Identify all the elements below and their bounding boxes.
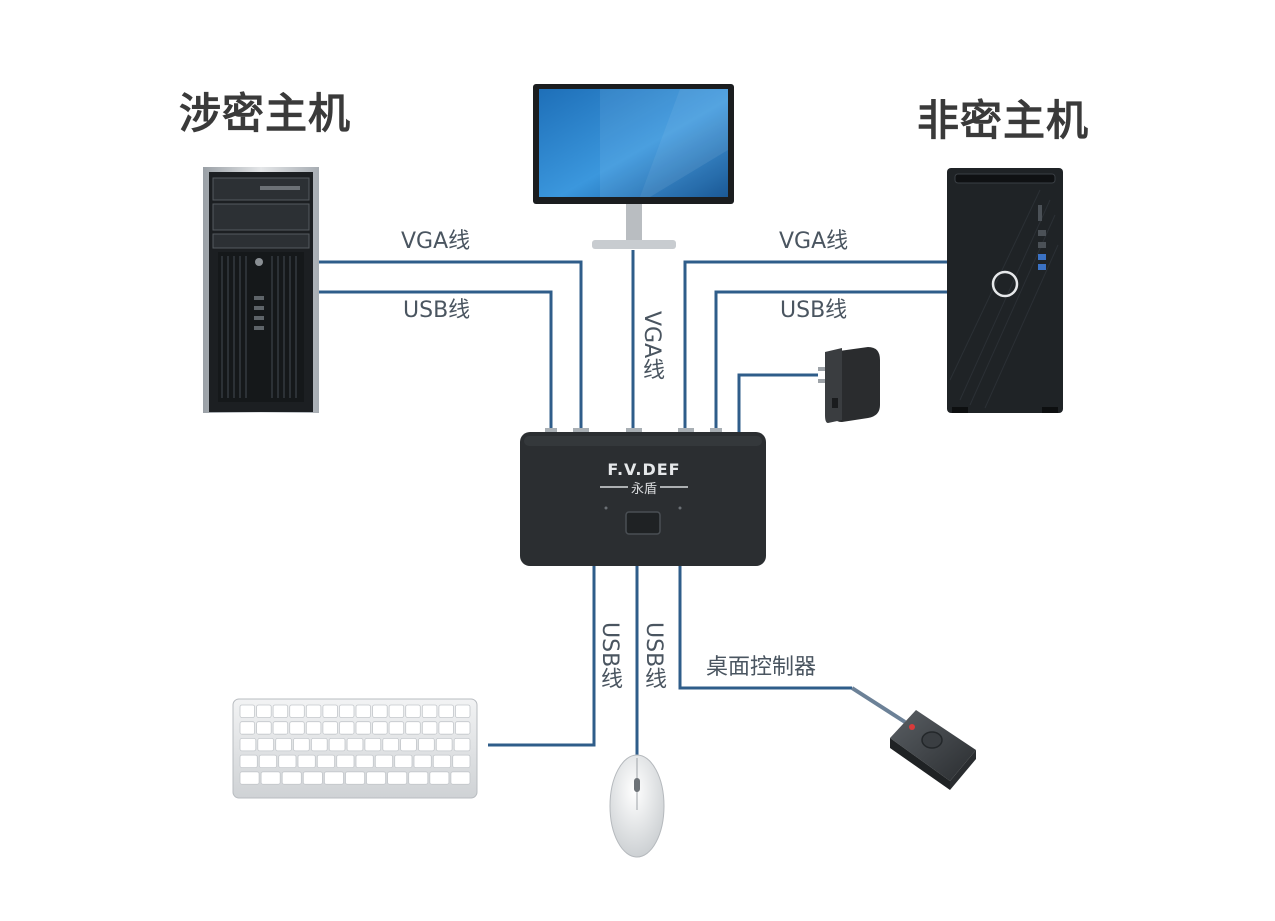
- keyboard-key: [400, 738, 417, 752]
- keyboard-icon: [232, 698, 478, 799]
- cable-right-vga: [683, 260, 948, 432]
- keyboard-key: [388, 704, 405, 718]
- keyboard-key: [260, 771, 281, 785]
- label-right-vga: VGA线: [779, 229, 849, 254]
- keyboard-key: [453, 738, 471, 752]
- device-brand: F.V.DEF: [607, 460, 681, 479]
- classified-host-title: 涉密主机: [179, 89, 352, 138]
- keyboard-key: [405, 704, 421, 718]
- keyboard-key: [310, 738, 328, 752]
- keyboard-key: [355, 721, 372, 735]
- keyboard-key: [355, 704, 372, 718]
- keyboard-key: [272, 721, 289, 735]
- pc-tower-icon: [203, 167, 319, 413]
- keyboard-key: [413, 754, 432, 768]
- keyboard-key: [336, 754, 355, 768]
- cable-left-vga: [318, 260, 583, 432]
- keyboard-key: [429, 771, 450, 785]
- cable-power: [737, 373, 818, 432]
- cable-desktop-controller: [678, 566, 852, 690]
- keyboard-key: [328, 738, 346, 752]
- keyboard-key: [364, 738, 382, 752]
- keyboard-key: [302, 771, 323, 785]
- monitor-icon: [533, 84, 734, 249]
- keyboard-key: [323, 771, 344, 785]
- keyboard-key: [289, 704, 305, 718]
- keyboard-key: [281, 771, 302, 785]
- keyboard-key: [345, 771, 366, 785]
- cable-right-usb: [714, 290, 948, 432]
- keyboard-key: [305, 704, 322, 718]
- keyboard-key: [257, 738, 274, 752]
- keyboard-key: [275, 738, 292, 752]
- kvm-switch-icon: [520, 428, 766, 566]
- keyboard-key: [322, 721, 338, 735]
- label-desktop-controller: 桌面控制器: [706, 655, 817, 680]
- keyboard-key: [278, 754, 297, 768]
- keyboard-key: [421, 721, 438, 735]
- keyboard-key: [435, 738, 453, 752]
- cable-left-usb: [318, 290, 553, 432]
- unclassified-host-title: 非密主机: [917, 96, 1090, 145]
- keyboard-key: [239, 704, 256, 718]
- keyboard-key: [374, 754, 393, 768]
- keyboard-key: [239, 721, 256, 735]
- keyboard-key: [239, 754, 258, 768]
- keyboard-key: [355, 754, 374, 768]
- power-adapter-icon: [818, 347, 880, 423]
- keyboard-key: [272, 704, 289, 718]
- keyboard-key: [239, 771, 260, 785]
- keyboard-key: [438, 704, 454, 718]
- keyboard-key: [316, 754, 335, 768]
- keyboard-key: [454, 721, 471, 735]
- cable-keyboard-usb: [488, 566, 596, 747]
- keyboard-key: [408, 771, 429, 785]
- keyboard-key: [305, 721, 322, 735]
- label-left-vga: VGA线: [401, 229, 471, 254]
- keyboard-key: [258, 754, 277, 768]
- keyboard-key: [450, 771, 471, 785]
- keyboard-key: [338, 704, 355, 718]
- keyboard-key: [372, 704, 388, 718]
- keyboard-key: [382, 738, 399, 752]
- keyboard-key: [454, 704, 471, 718]
- controller-cord: [850, 686, 907, 724]
- desktop-controller-icon: [890, 710, 976, 790]
- device-brand-cn: 永盾: [630, 482, 657, 497]
- keyboard-key: [372, 721, 388, 735]
- keyboard-key: [418, 738, 435, 752]
- keyboard-key: [432, 754, 451, 768]
- label-left-usb: USB线: [403, 298, 471, 323]
- pc-tower-modern-icon: [947, 168, 1063, 413]
- keyboard-key: [452, 754, 471, 768]
- keyboard-key: [239, 738, 257, 752]
- keyboard-key: [338, 721, 355, 735]
- keyboard-key: [387, 771, 408, 785]
- label-keyboard-usb: USB线: [597, 622, 622, 690]
- keyboard-key: [256, 704, 272, 718]
- keyboard-key: [438, 721, 454, 735]
- keyboard-key: [256, 721, 272, 735]
- keyboard-key: [394, 754, 413, 768]
- keyboard-key: [366, 771, 387, 785]
- label-center-vga: VGA线: [639, 311, 664, 381]
- mouse-icon: [609, 754, 665, 858]
- label-right-usb: USB线: [780, 298, 848, 323]
- keyboard-key: [421, 704, 438, 718]
- label-mouse-usb: USB线: [641, 622, 666, 690]
- keyboard-key: [388, 721, 405, 735]
- keyboard-key: [293, 738, 310, 752]
- keyboard-key: [322, 704, 338, 718]
- keyboard-key: [297, 754, 316, 768]
- keyboard-key: [289, 721, 305, 735]
- keyboard-key: [405, 721, 421, 735]
- keyboard-key: [346, 738, 364, 752]
